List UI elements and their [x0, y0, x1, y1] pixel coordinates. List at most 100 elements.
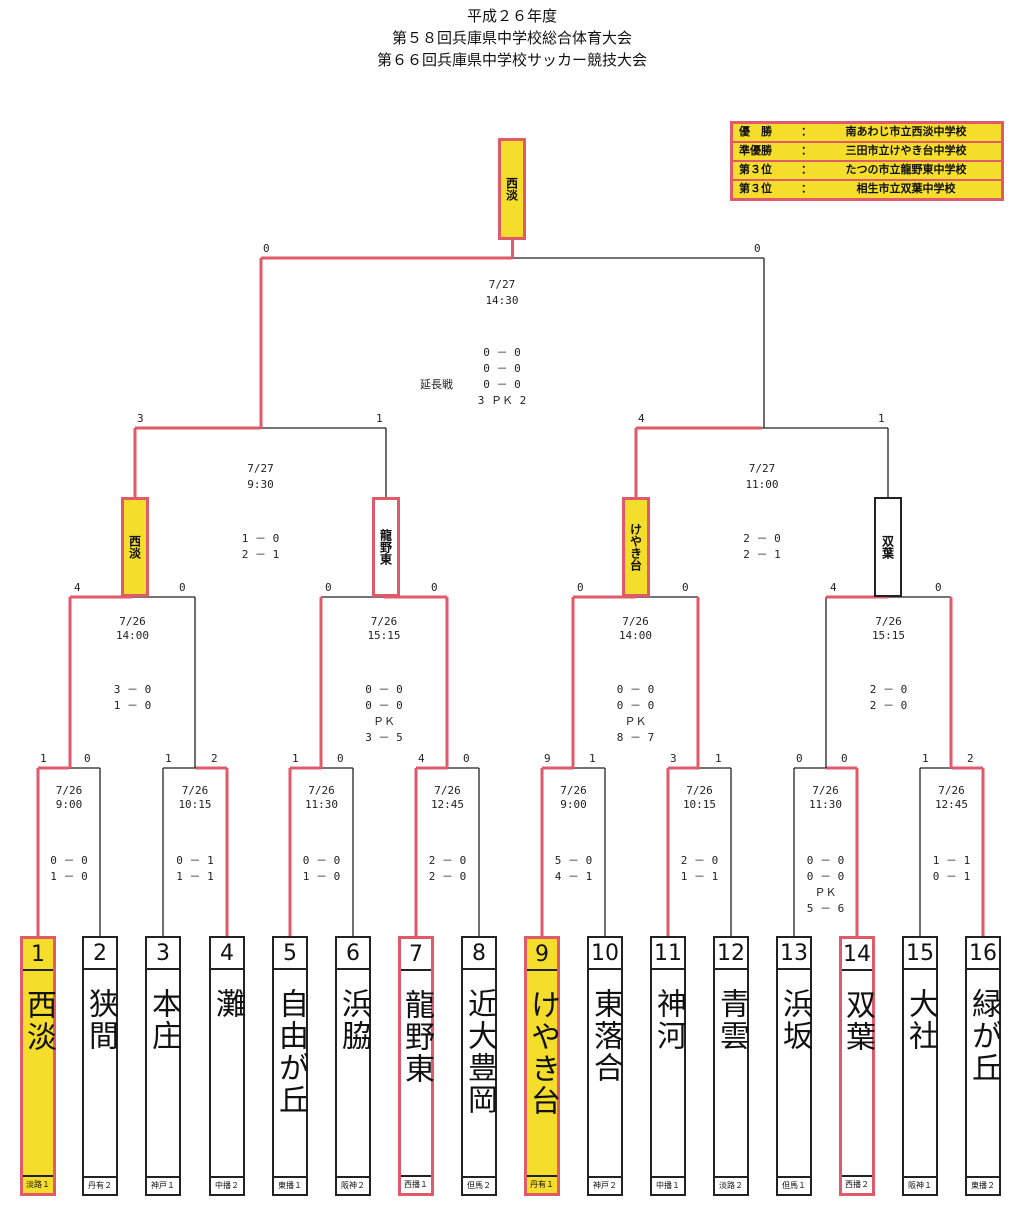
r2-winner-box: 双葉: [874, 497, 902, 597]
team-region: 東播２: [967, 1176, 999, 1194]
team-name: 緑が丘: [966, 988, 1001, 1084]
title-line-3: 第６６回兵庫県中学校サッカー競技大会: [376, 51, 647, 69]
team-number: 4: [211, 938, 243, 970]
r1-date: 7/26: [812, 784, 839, 797]
r2-pk-label: ＰＫ: [624, 715, 647, 728]
r1-date: 7/26: [560, 784, 587, 797]
team-region: 東播１: [274, 1176, 306, 1194]
r1-pk-score: 5 － 6: [806, 902, 845, 915]
r2-date: 7/26: [875, 615, 902, 628]
final-extra-time-label: 延長戦: [420, 378, 453, 391]
r2-score-right: 0: [682, 581, 689, 594]
r2-score-right: 0: [935, 581, 942, 594]
r2-half1: 3 － 0: [113, 683, 152, 696]
result-school: 三田市立けやき台中学校: [845, 144, 967, 157]
team-card: 11 神河中播１: [650, 936, 686, 1196]
team-region: 但馬２: [463, 1176, 495, 1194]
r1-half1: 2 － 0: [428, 854, 467, 867]
r2-score-left: 4: [74, 581, 81, 594]
r2-date: 7/26: [119, 615, 146, 628]
team-card: 16 緑が丘東播２: [965, 936, 1001, 1196]
team-region: 中播１: [652, 1176, 684, 1194]
result-school: 南あわじ市立西淡中学校: [845, 125, 967, 138]
final-extra-time: 0 － 0: [483, 378, 521, 391]
r1-score-right: 0: [84, 752, 91, 765]
r2-winner-box: 西淡: [121, 497, 149, 597]
result-school: 相生市立双葉中学校: [856, 182, 956, 195]
final-pk: 3 ＰＫ 2: [477, 394, 527, 407]
r2-half1: 0 － 0: [616, 683, 655, 696]
r2-score-left: 4: [830, 581, 837, 594]
sf-half2: 2 － 1: [743, 548, 781, 561]
sf-half2: 2 － 1: [241, 548, 280, 561]
r1-time: 11:30: [808, 798, 843, 811]
title-line-2: 第５８回兵庫県中学校総合体育大会: [391, 29, 632, 47]
r1-time: 12:45: [430, 798, 465, 811]
team-number: 3: [147, 938, 179, 970]
r1-score-left: 9: [544, 752, 551, 765]
team-name: 神河: [651, 988, 686, 1052]
team-number: 14: [842, 939, 872, 971]
team-number: 6: [337, 938, 369, 970]
r1-date: 7/26: [308, 784, 335, 797]
result-label: 準優勝: [739, 144, 772, 157]
r2-half1: 0 － 0: [365, 683, 403, 696]
result-row: 優 勝：南あわじ市立西淡中学校: [733, 124, 1001, 143]
sf-date: 7/27: [748, 462, 776, 475]
team-number: 15: [904, 938, 936, 970]
team-region: 淡路２: [715, 1176, 747, 1194]
final-date: 7/27: [488, 278, 516, 291]
r2-time: 15:15: [367, 629, 401, 642]
team-number: 2: [84, 938, 116, 970]
r2-time: 14:00: [618, 629, 653, 642]
r1-half2: 1 － 0: [302, 870, 341, 883]
r1-score-left: 1: [40, 752, 47, 765]
r2-pk-score: 3 － 5: [365, 731, 403, 744]
r1-half2: 1 － 1: [176, 870, 214, 883]
team-number: 16: [967, 938, 999, 970]
r1-date: 7/26: [938, 784, 965, 797]
r2-date: 7/26: [622, 615, 649, 628]
team-name: 狭間: [83, 988, 118, 1052]
r1-time: 10:15: [178, 798, 212, 811]
sf-score-left: 4: [638, 412, 645, 425]
result-label: 優 勝: [739, 125, 772, 138]
result-sep: ：: [801, 163, 812, 176]
team-number: 7: [401, 939, 431, 971]
team-number: 13: [778, 938, 810, 970]
r1-score-left: 0: [796, 752, 803, 765]
r2-half2: 0 － 0: [616, 699, 655, 712]
sf-time: 11:00: [745, 478, 779, 491]
r1-half2: 2 － 0: [428, 870, 467, 883]
r2-half1: 2 － 0: [869, 683, 908, 696]
team-region: 丹有２: [84, 1176, 116, 1194]
team-name: 西淡: [21, 989, 56, 1053]
r1-score-left: 1: [922, 752, 929, 765]
r1-score-right: 1: [589, 752, 596, 765]
sf-half1: 2 － 0: [743, 532, 781, 545]
result-row: 準優勝 ： 三田市立けやき台中学校: [733, 143, 1001, 162]
r2-time: 14:00: [115, 629, 150, 642]
results-table: 優 勝：南あわじ市立西淡中学校 準優勝：三田市立けやき台中学校 第３位：たつの市…: [730, 121, 1004, 201]
r2-pk-score: 8 － 7: [616, 731, 655, 744]
r1-time: 11:30: [304, 798, 339, 811]
result-sep: ：: [801, 144, 812, 157]
r1-date: 7/26: [181, 784, 209, 797]
team-region: 神戸１: [147, 1176, 179, 1194]
final-half1: 0 － 0: [483, 346, 521, 359]
team-number: 11: [652, 938, 684, 970]
r1-time: 9:00: [560, 798, 587, 811]
r1-score-right: 1: [715, 752, 722, 765]
r1-half1: 0 － 0: [302, 854, 341, 867]
result-school: たつの市立龍野東中学校: [845, 163, 967, 176]
team-number: 9: [527, 939, 557, 971]
r2-date: 7/26: [370, 615, 398, 628]
